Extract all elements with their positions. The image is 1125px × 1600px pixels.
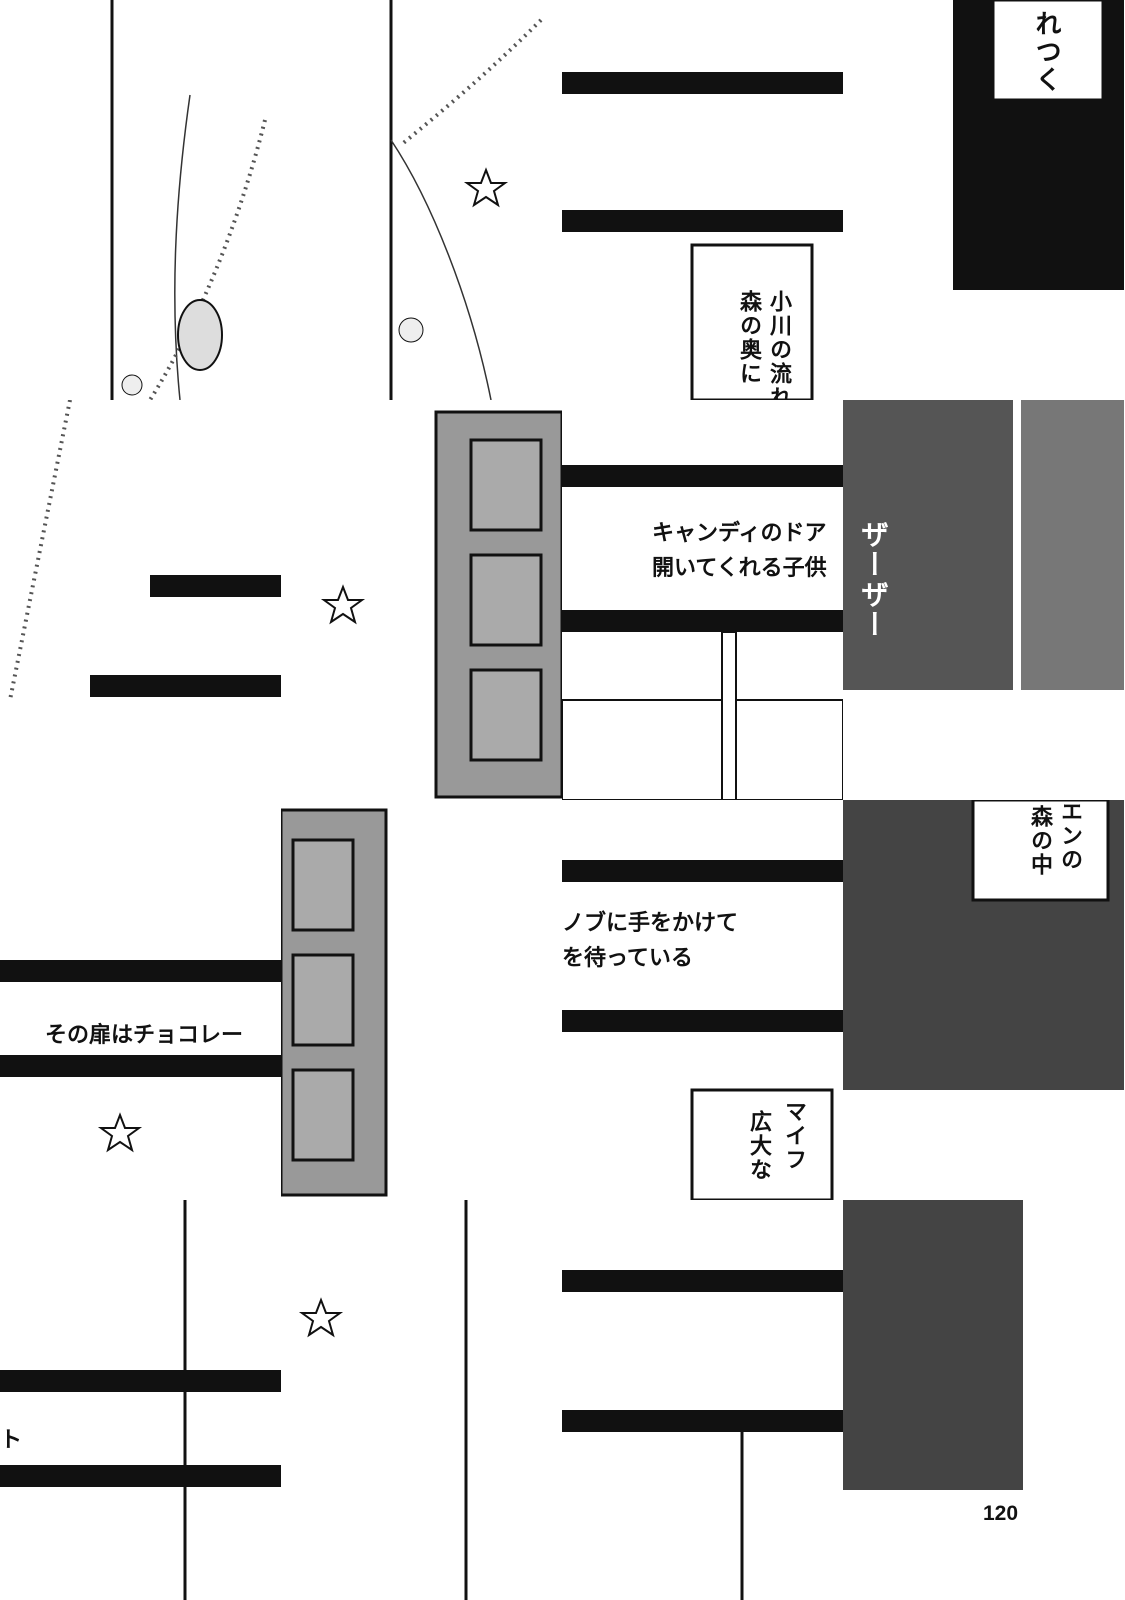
caption-chocolate: その扉はチョコレー [45,1023,244,1048]
tile-field-caption: れつく [843,0,1124,400]
caption-forest-line2: 森の中 [1027,805,1052,877]
caption-knob-line2: を待っている [562,946,693,971]
caption-forest-line1: エンの [1057,800,1082,872]
star-icon [298,1297,344,1338]
caption-knob-line1: ノブに手をかけて [562,911,739,936]
squirrel-figure [177,299,223,371]
tile-curtain-stars [281,1200,562,1600]
caption-stream-line2: 森の奥に [736,290,761,386]
caption-to: ト [0,1428,23,1453]
caption-mifu-line1: マイフ [781,1100,806,1172]
caption-stream-line1: 小川の流れ [766,290,791,400]
tile-forest-caption: エンの 森の中 [843,800,1124,1200]
caption-candy-line1: キャンディのドア [652,521,827,546]
star-icon [463,167,509,208]
caption-mifu-line2: 広大な [746,1110,771,1182]
tile-chocolate-caption: その扉はチョコレー [0,800,281,1200]
sfx-zaa: ザーザー [857,520,890,640]
tile-door-detail [281,800,562,1200]
tile-curtain-squirrel [0,0,281,400]
tile-candy-caption: キャンディのドア 開いてくれる子供 [562,400,843,800]
page-number: 120 [983,1502,1019,1525]
caption-candy-line2: 開いてくれる子供 [652,556,827,581]
tile-river-forest: ザーザー [843,400,1124,800]
tile-stream-caption: 小川の流れ 森の奥に [562,0,843,400]
tile-forest-bottom [843,1200,1124,1600]
caption-flowing: れつく [1031,10,1061,94]
tile-curtain-to: ト [0,1200,281,1600]
tile-curtain-drape [281,0,562,400]
star-icon [97,1112,143,1153]
tile-candy-door [281,400,562,800]
tile-knob-caption: ノブに手をかけて を待っている マイフ 広大な [562,800,843,1200]
tile-curtain-banner [0,400,281,800]
tile-blank-banner [562,1200,843,1600]
star-icon [320,584,366,625]
